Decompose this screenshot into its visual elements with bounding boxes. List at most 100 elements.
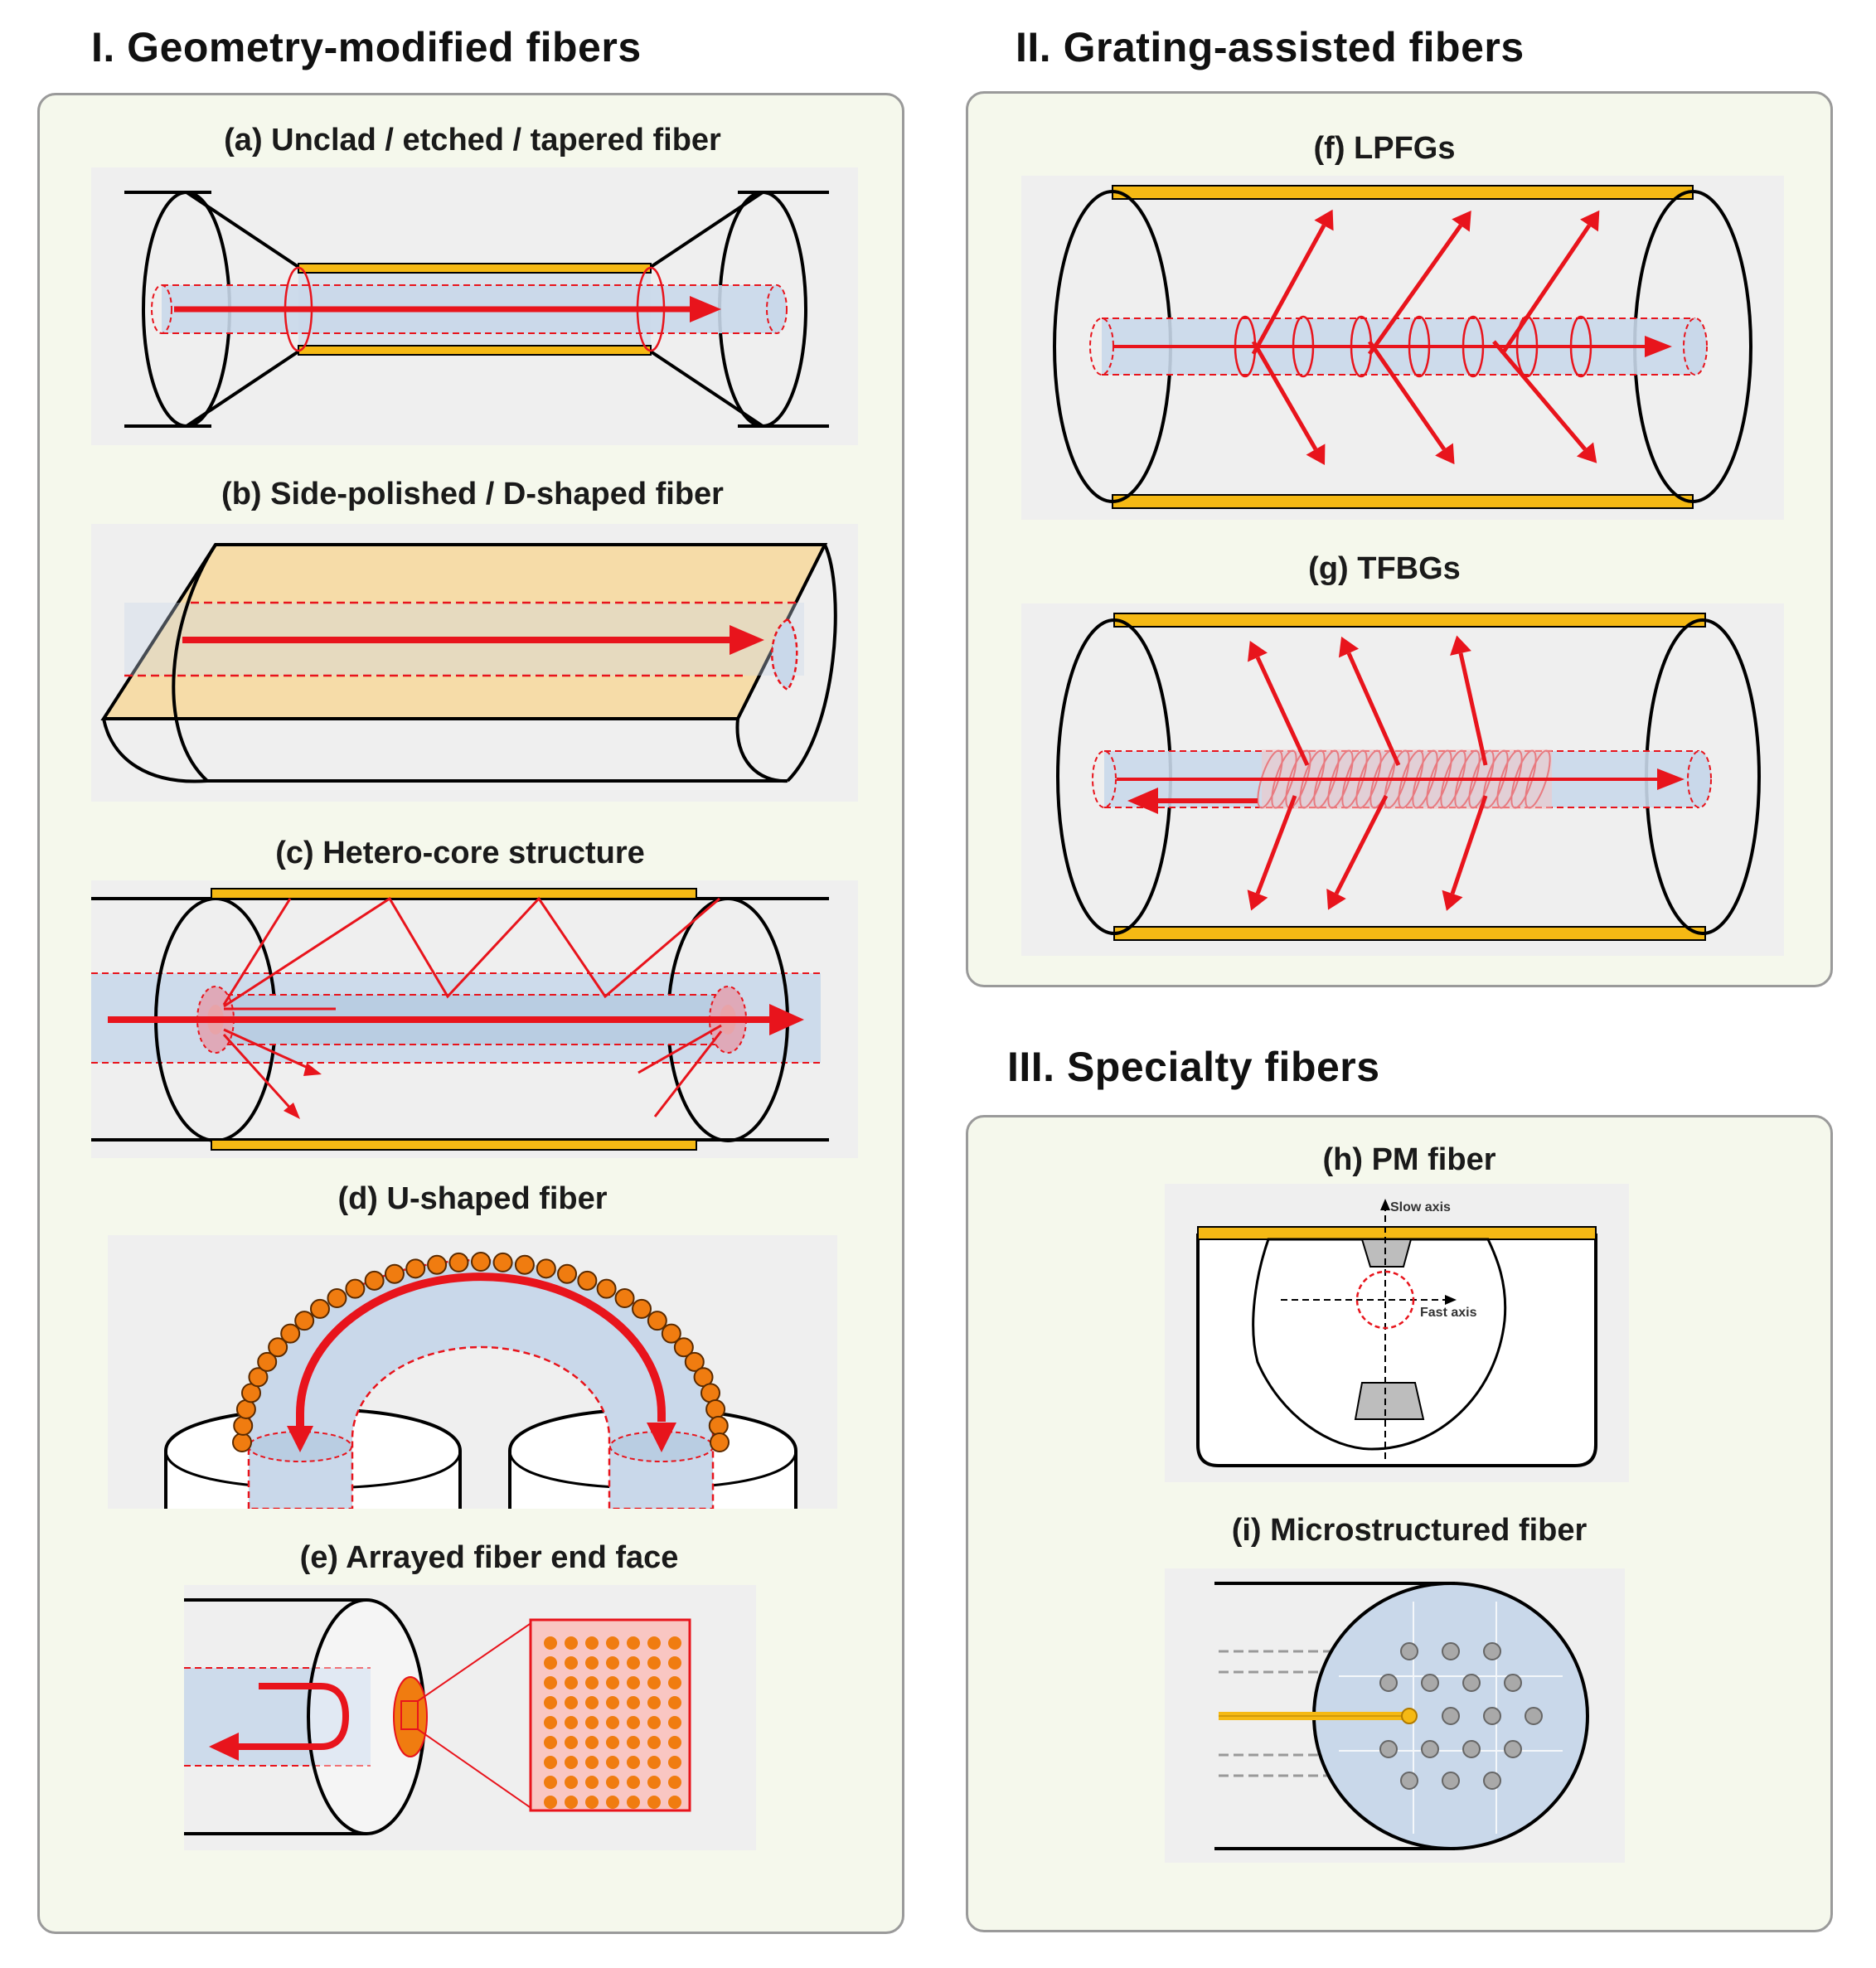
array-dot bbox=[627, 1796, 640, 1809]
arrayed-end-face-drawing bbox=[184, 1598, 691, 1835]
grating-plane bbox=[1482, 749, 1509, 809]
figure-i-title: (i) Microstructured fiber bbox=[1231, 1513, 1588, 1548]
nanoparticle-dot bbox=[233, 1415, 254, 1436]
nanoparticle-dot bbox=[632, 1298, 652, 1319]
array-dot bbox=[565, 1716, 578, 1729]
arrow-shaft bbox=[1346, 652, 1401, 767]
array-dot bbox=[647, 1676, 661, 1689]
nanoparticle-dot bbox=[596, 1278, 617, 1299]
arrow-shaft bbox=[1500, 224, 1592, 356]
air-hole bbox=[1400, 1772, 1418, 1790]
array-dot bbox=[585, 1716, 599, 1729]
nanoparticle-dot bbox=[327, 1288, 347, 1309]
nanoparticle-dot bbox=[384, 1263, 405, 1284]
air-hole bbox=[1483, 1772, 1501, 1790]
air-hole bbox=[1462, 1740, 1481, 1758]
air-hole bbox=[1400, 1642, 1418, 1660]
array-dot bbox=[627, 1676, 640, 1689]
array-dot bbox=[544, 1696, 557, 1709]
air-hole bbox=[1525, 1707, 1543, 1725]
nanoparticle-dot bbox=[280, 1323, 301, 1344]
nanoparticle-dot bbox=[268, 1337, 288, 1358]
array-dot bbox=[606, 1736, 619, 1749]
array-dot bbox=[606, 1656, 619, 1670]
arrow-head bbox=[1248, 641, 1268, 662]
array-dot bbox=[544, 1776, 557, 1789]
figure-i-diagram bbox=[1165, 1568, 1625, 1863]
tapered-fiber-drawing bbox=[124, 191, 829, 428]
array-dot bbox=[544, 1736, 557, 1749]
air-hole bbox=[1442, 1772, 1460, 1790]
nanoparticle-dots bbox=[232, 1252, 730, 1452]
figure-e-diagram bbox=[184, 1585, 756, 1850]
nanoparticle-dot bbox=[448, 1252, 469, 1272]
array-dot bbox=[565, 1636, 578, 1650]
arrow-shaft bbox=[1251, 224, 1326, 356]
arrow-shaft bbox=[1334, 794, 1389, 895]
array-dot bbox=[585, 1776, 599, 1789]
arrow-head bbox=[1326, 889, 1346, 910]
nanoparticle-dot bbox=[427, 1254, 448, 1275]
grating-plane bbox=[1327, 749, 1354, 809]
end-face-dot-array bbox=[544, 1636, 681, 1809]
hetero-core-drawing bbox=[91, 888, 829, 1151]
array-dot bbox=[627, 1756, 640, 1769]
array-dot bbox=[606, 1716, 619, 1729]
arrow-head bbox=[1450, 635, 1471, 656]
array-dot bbox=[647, 1756, 661, 1769]
nanoparticle-dot bbox=[235, 1398, 256, 1419]
nanoparticle-dot bbox=[684, 1351, 705, 1372]
air-hole bbox=[1504, 1674, 1522, 1692]
section-title-specialty: III. Specialty fibers bbox=[1007, 1044, 1380, 1090]
nanoparticle-dot bbox=[673, 1337, 694, 1358]
arrow-shaft bbox=[1367, 224, 1463, 356]
array-dot bbox=[544, 1636, 557, 1650]
arrow-head bbox=[1442, 889, 1463, 911]
grating-plane bbox=[1510, 749, 1537, 809]
air-hole bbox=[1483, 1642, 1501, 1660]
array-dot bbox=[585, 1756, 599, 1769]
array-dot bbox=[565, 1736, 578, 1749]
grating-plane bbox=[1313, 749, 1340, 809]
array-dot bbox=[647, 1776, 661, 1789]
array-dot bbox=[627, 1636, 640, 1650]
nanoparticle-dot bbox=[536, 1258, 556, 1279]
array-dot bbox=[565, 1776, 578, 1789]
grating-plane bbox=[1398, 749, 1424, 809]
slow-axis-label: Slow axis bbox=[1390, 1200, 1451, 1214]
arrow-shaft bbox=[1255, 656, 1310, 767]
arrow-head bbox=[1435, 443, 1455, 465]
nanoparticle-dot bbox=[614, 1288, 635, 1309]
nanoparticle-dot bbox=[345, 1278, 366, 1299]
array-dot bbox=[627, 1716, 640, 1729]
air-hole-channels bbox=[1219, 1650, 1413, 1777]
air-hole bbox=[1442, 1642, 1460, 1660]
nanoparticle-dot bbox=[710, 1432, 730, 1452]
nanoparticle-dot bbox=[405, 1258, 426, 1279]
array-dot bbox=[668, 1776, 681, 1789]
array-dot bbox=[585, 1656, 599, 1670]
section-title-geometry: I. Geometry-modified fibers bbox=[91, 24, 642, 70]
arrow-shaft bbox=[1251, 340, 1318, 451]
grating-plane bbox=[1384, 749, 1410, 809]
figure-f-diagram bbox=[1021, 176, 1784, 520]
air-hole bbox=[1379, 1674, 1398, 1692]
nanoparticle-dot bbox=[577, 1270, 598, 1291]
air-hole bbox=[1421, 1674, 1439, 1692]
figure-c-diagram bbox=[91, 880, 858, 1158]
array-dot bbox=[627, 1656, 640, 1670]
array-dot bbox=[647, 1736, 661, 1749]
grating-plane bbox=[1299, 749, 1326, 809]
air-hole bbox=[1462, 1674, 1481, 1692]
grating-plane bbox=[1271, 749, 1297, 809]
array-dot bbox=[627, 1776, 640, 1789]
array-dot bbox=[585, 1636, 599, 1650]
arrow-head bbox=[1576, 442, 1597, 463]
grating-plane bbox=[1454, 749, 1481, 809]
array-dot bbox=[668, 1756, 681, 1769]
arrow-shaft bbox=[1458, 652, 1488, 766]
array-dot bbox=[647, 1656, 661, 1670]
arrow-shaft bbox=[1255, 795, 1297, 894]
arrow-shaft bbox=[1367, 340, 1447, 451]
grating-plane bbox=[1525, 749, 1551, 809]
